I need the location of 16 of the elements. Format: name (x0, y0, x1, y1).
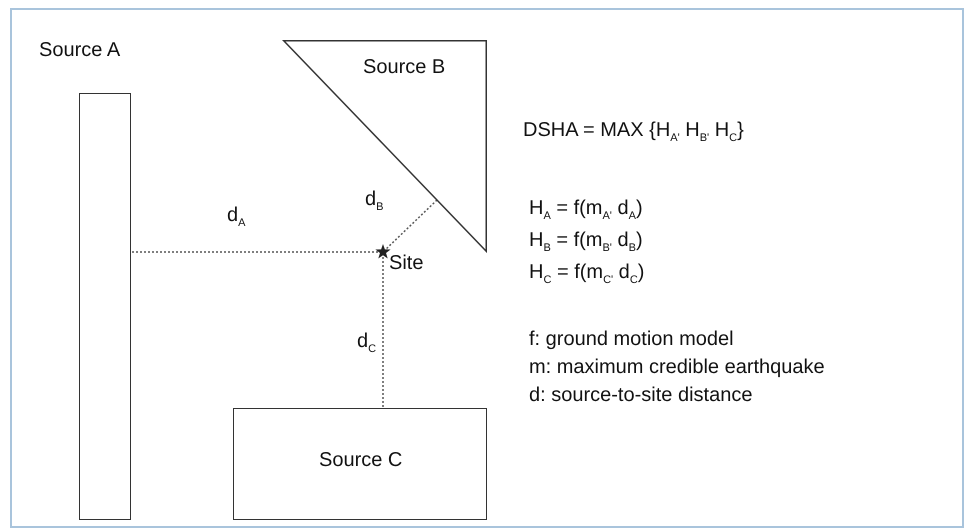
equation-text: H$_{B}$ = f(m$_{B'}$ d$_{B}$) (529, 228, 643, 256)
distance-line (382, 257, 384, 408)
source-label: Source A (39, 39, 120, 62)
edge-label: d$_{C}$ (356, 330, 378, 356)
site-label: Site (389, 252, 424, 275)
definition-text: f: ground motion model (529, 327, 734, 352)
distance-line (131, 251, 378, 253)
source-label: Source B (363, 56, 446, 79)
definition-text: m: maximum credible earthquake (529, 355, 825, 380)
source-zone-box (233, 408, 487, 520)
definition-text: d: source-to-site distance (529, 383, 752, 408)
source-label: Source C (319, 449, 402, 472)
equation-text: H$_{A}$ = f(m$_{A'}$ d$_{A}$) (529, 196, 643, 224)
equation-text: H$_{C}$ = f(m$_{C'}$ d$_{C}$) (529, 260, 644, 288)
equation-text: DSHA = MAX {H$_{A'}$ H$_{B'}$ H$_{C}$} (523, 118, 744, 146)
distance-line (386, 199, 438, 250)
